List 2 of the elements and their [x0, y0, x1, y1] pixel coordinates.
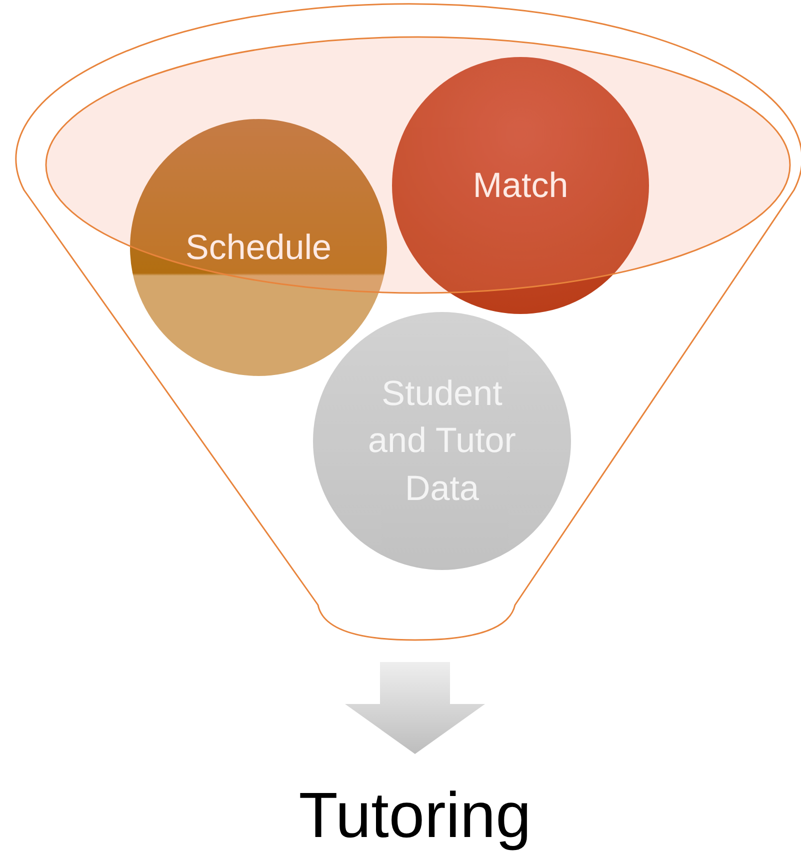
- block-arrow: [345, 662, 485, 754]
- result-label: Tutoring: [200, 778, 630, 858]
